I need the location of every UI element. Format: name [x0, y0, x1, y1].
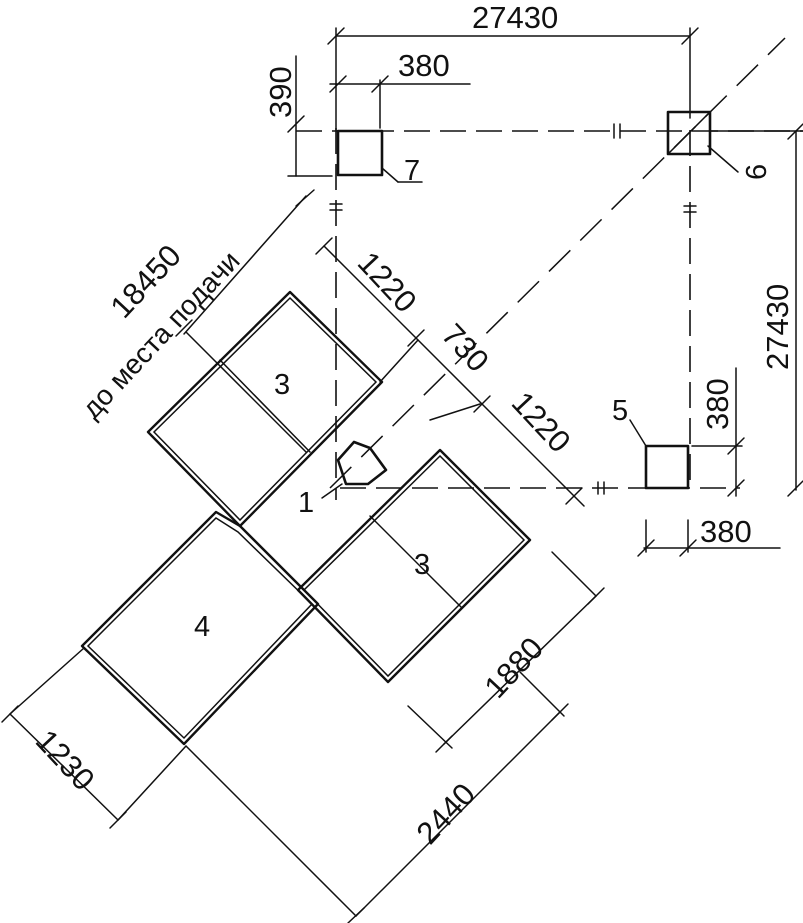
- dimension-diagonal-bottom-width-label: 1230: [29, 723, 102, 797]
- base-label: 4: [194, 611, 210, 643]
- outrigger-upper-label: 3: [274, 369, 290, 401]
- dimension-diagonal-c-label: 1220: [505, 385, 578, 459]
- crane-position-1: 1: [298, 440, 388, 519]
- dimension-left-offset: 390: [263, 55, 333, 177]
- dimension-diagonal-a-label: 1220: [351, 245, 424, 319]
- dimension-top-span: 27430: [327, 0, 699, 131]
- dimension-left-offset-label: 390: [263, 66, 298, 118]
- dimension-bottom-offset-label: 380: [700, 514, 752, 549]
- outrigger-lower: 3: [296, 448, 532, 684]
- dimension-right-span-label: 27430: [760, 284, 795, 370]
- post-7-label: 7: [404, 155, 420, 187]
- base-4: 4: [80, 510, 320, 746]
- dimension-diagonal-depth: 1880: [407, 551, 605, 753]
- dimension-diagonal-bottom-width: 1230: [1, 647, 187, 829]
- dimension-right-span: 27430: [709, 123, 803, 497]
- dimension-diagonal-bottom-length: 2440: [185, 671, 569, 923]
- dimension-diagonal-bottom-length-label: 2440: [410, 776, 483, 850]
- dimension-diagonal-depth-label: 1880: [478, 630, 551, 704]
- crane-label: 1: [298, 487, 314, 519]
- dimension-top-offset: 380: [329, 48, 471, 129]
- dimension-diagonal-reach: 18450 до места подачи: [76, 189, 315, 453]
- post-7: 7: [336, 129, 423, 187]
- dimension-diagonal-b-label: 730: [435, 317, 496, 379]
- post-5-label: 5: [612, 395, 628, 427]
- dimension-right-offset: 380: [691, 367, 745, 497]
- dimension-right-offset-label: 380: [700, 378, 735, 430]
- dimension-bottom-offset: 380: [637, 514, 781, 557]
- post-6-label: 6: [741, 164, 773, 180]
- outrigger-lower-label: 3: [414, 549, 430, 581]
- dimension-top-offset-label: 380: [398, 48, 450, 83]
- dimension-top-span-label: 27430: [472, 0, 558, 35]
- post-5: 5: [612, 395, 690, 490]
- post-6: 6: [666, 110, 773, 180]
